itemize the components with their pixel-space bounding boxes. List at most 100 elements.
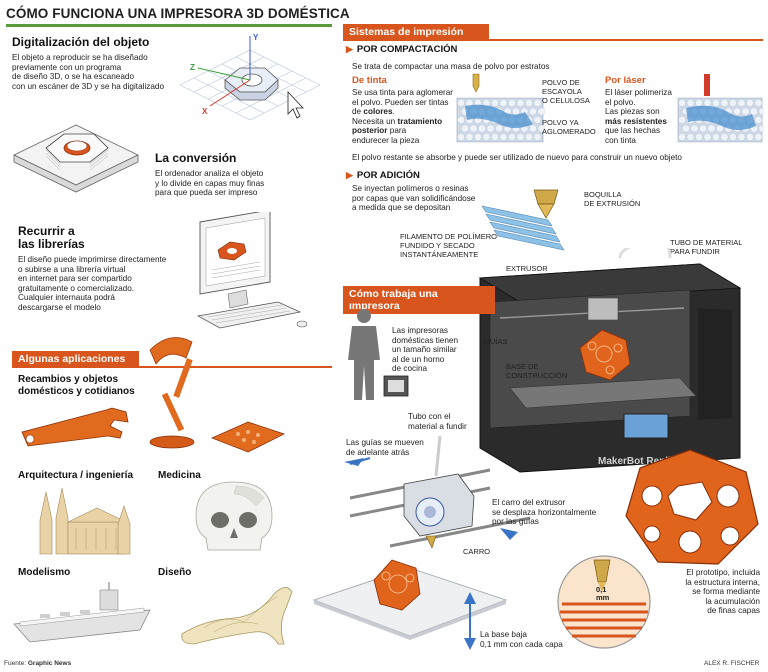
cathedral-body — [39, 487, 131, 555]
printer-illustration: MakerBot Replicator — [478, 248, 742, 473]
triangle-bullet-icon: ▶ — [346, 44, 353, 54]
large-dodecahedron-holes — [641, 481, 740, 554]
powder-grain — [461, 124, 469, 133]
ship-deck — [19, 607, 145, 627]
label-boquilla: BOQUILLA DE EXTRUSIÓN — [584, 190, 641, 208]
compactacion-intro: Se trata de compactar una masa de polvo … — [352, 62, 550, 71]
printer-side-panel — [698, 308, 732, 420]
skull-eye-right — [239, 512, 257, 528]
powder-grain — [482, 133, 491, 141]
powder-grain — [712, 99, 720, 107]
powder-grain — [512, 107, 520, 116]
librerias-line: o subirse a una librería virtual — [18, 264, 126, 274]
keyboard-keys — [207, 304, 291, 324]
extruder-mechanism — [344, 436, 531, 549]
aplicaciones-bar-line — [12, 366, 332, 368]
powder-grain — [469, 124, 478, 133]
page-title: CÓMO FUNCIONA UNA IMPRESORA 3D DOMÉSTICA — [6, 6, 350, 21]
agglomerated-powder — [465, 104, 533, 128]
conversion-line: y lo divide en capas muy finas — [155, 178, 265, 188]
compactacion-title: POR COMPACTACIÓN — [356, 44, 458, 55]
label-guias-mueven: Las guías se mueven de adelante atrás — [346, 438, 424, 457]
skull-shape — [195, 481, 273, 551]
scale-text: Las impresoras domésticas tienen un tama… — [392, 326, 458, 374]
arrow-down-icon — [464, 638, 476, 650]
arrow-up-icon — [464, 592, 476, 604]
powder-grain — [491, 133, 499, 141]
powder-grain — [746, 133, 754, 141]
como-trabaja-bar-line — [343, 301, 483, 303]
librerias-title-line: las librerías — [18, 237, 85, 251]
librerias-line: gratuitamente o comercializado. — [18, 283, 135, 293]
powder-grain — [754, 133, 763, 141]
compactacion-subtitle: ▶POR COMPACTACIÓN — [346, 44, 457, 55]
axis-x-line — [209, 79, 251, 107]
printed-dodecahedron — [579, 329, 631, 381]
librerias-title-line: Recurrir a — [18, 224, 75, 238]
slice-lines — [45, 149, 109, 171]
feed-tube-line — [434, 436, 442, 477]
printer-extruder — [587, 297, 619, 321]
powder-grain — [457, 116, 465, 124]
digitalizacion-line: El objeto a reproducir se ha diseñado — [12, 53, 148, 62]
laser-text: El láser polimeriza el polvo. Las piezas… — [605, 88, 672, 145]
tinta-line: Necesita un tratamiento — [352, 116, 443, 126]
powder-grain — [525, 99, 533, 107]
sistemas-bar-line — [343, 39, 763, 41]
powder-grain — [457, 99, 465, 107]
compactacion-outro: El polvo restante se absorbe y puede ser… — [352, 153, 682, 162]
lamp-photo — [149, 337, 195, 449]
tinta-line: el polvo. Pueden ser tintas — [352, 97, 449, 107]
powder-grain — [695, 99, 703, 107]
extruder-fan-hub — [424, 506, 436, 518]
conversion-title: La conversión — [155, 151, 237, 165]
base-dodecahedron — [373, 559, 421, 611]
shoe-body — [181, 587, 293, 645]
laser-beam — [704, 74, 710, 96]
powder-grain — [686, 99, 695, 107]
ship-photo — [13, 582, 151, 643]
powder-grain — [686, 133, 695, 141]
powder-grain — [737, 133, 746, 141]
extrusion-illustration — [481, 189, 565, 251]
dodecahedron-holes — [587, 341, 623, 375]
mechanism-nozzle — [425, 535, 437, 549]
title-rule — [6, 24, 332, 27]
monitor-stand — [227, 289, 249, 309]
powder-grain — [758, 107, 764, 116]
powder-grain — [695, 133, 703, 141]
label-polvo: POLVO DE ESCAYOLA O CELULOSA — [542, 78, 590, 105]
tinta-line: posterior para — [352, 126, 407, 136]
tinta-line: Se usa tinta para aglomerar — [352, 88, 454, 97]
ship-details — [40, 610, 90, 618]
digitalizacion-text: El objeto a reproducir se ha diseñado pr… — [12, 53, 192, 91]
axis-z-label: Z — [190, 63, 195, 72]
tinta-text: Se usa tinta para aglomerar el polvo. Pu… — [352, 88, 472, 146]
librerias-title: Recurrir a las librerías — [18, 225, 85, 251]
powder-grain — [537, 124, 545, 133]
powder-grain — [486, 124, 495, 133]
app-caption-diseno: Diseño — [158, 567, 192, 578]
powder-grain — [533, 99, 542, 107]
printer-brand-label: MakerBot Replicator — [598, 456, 695, 467]
powder-grain — [525, 133, 533, 141]
base-dodecahedron-holes — [381, 571, 415, 594]
powder-grain — [720, 99, 729, 107]
powder-grain — [529, 107, 537, 116]
grid-nut-hole — [241, 73, 263, 87]
tinta-title: De tinta — [352, 75, 387, 86]
layer-stripes — [560, 602, 648, 638]
powder-grain — [465, 133, 474, 141]
como-trabaja-bar: Cómo trabaja una impresora — [343, 286, 495, 314]
label-carro: CARRO — [463, 547, 491, 556]
axis-z-line — [197, 67, 251, 81]
sliced-nut-illustration — [13, 124, 139, 193]
arrow-carriage-icon — [500, 528, 518, 540]
shoe-lattice — [203, 595, 279, 633]
keyboard — [196, 301, 302, 329]
powder-grain — [699, 124, 707, 133]
lamp-arm-lower — [161, 392, 185, 432]
carro-text: El carro del extrusor se desplaza horizo… — [492, 498, 597, 527]
digitalizacion-line: previamente con un programa — [12, 62, 122, 72]
app-caption-recambios: Recambios y objetos domésticos y cotidia… — [18, 374, 135, 398]
